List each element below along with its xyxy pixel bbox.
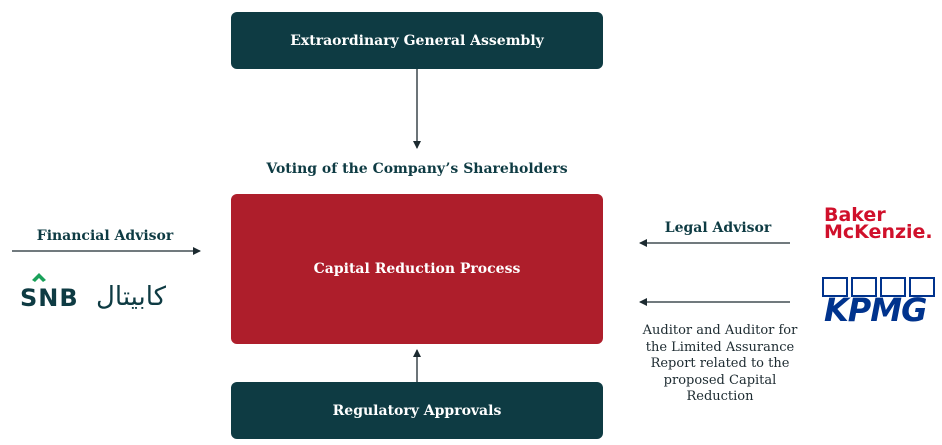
- regulatory-approvals-label: Regulatory Approvals: [332, 402, 502, 419]
- baker-mckenzie-logo-line1: Baker: [824, 204, 886, 226]
- capital-reduction-process-label: Capital Reduction Process: [313, 261, 521, 277]
- financial-advisor-label: Financial Advisor: [36, 228, 174, 244]
- legal-advisor-label: Legal Advisor: [664, 220, 772, 236]
- extraordinary-general-assembly-box: Extraordinary General Assembly: [231, 12, 603, 69]
- snb-logo-arabic-text: كابيتال: [96, 282, 167, 312]
- baker-mckenzie-logo: Baker McKenzie.: [824, 204, 942, 243]
- extraordinary-general-assembly-label: Extraordinary General Assembly: [290, 32, 544, 49]
- snb-capital-logo: SNB كابيتال: [18, 270, 198, 312]
- voting-label: Voting of the Company’s Shareholders: [266, 161, 568, 177]
- kpmg-logo-text: KPMG: [824, 291, 927, 327]
- baker-mckenzie-logo-line2: McKenzie.: [824, 221, 933, 243]
- regulatory-approvals-box: Regulatory Approvals: [231, 382, 603, 439]
- auditor-label: Auditor and Auditor for the Limited Assu…: [642, 323, 798, 404]
- snb-crest-icon: [32, 273, 46, 282]
- kpmg-logo: KPMG: [822, 277, 942, 327]
- capital-reduction-process-box: Capital Reduction Process: [231, 194, 603, 344]
- kpmg-logo-boxes: [822, 277, 942, 299]
- snb-logo-text: SNB: [20, 284, 79, 312]
